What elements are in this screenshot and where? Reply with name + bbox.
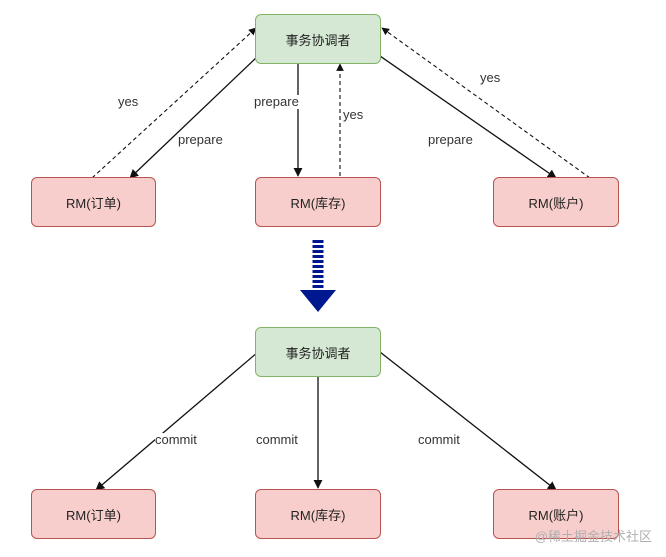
edge-prepare-account [379, 55, 557, 179]
label-commit-order: commit [155, 432, 197, 447]
label-commit-account: commit [418, 432, 460, 447]
bottom-rm-order-node[interactable]: RM(订单) [31, 489, 156, 539]
label-yes-stock: yes [343, 107, 364, 122]
watermark-text: @稀土掘金技术社区 [534, 529, 652, 544]
label-prepare-order: prepare [178, 132, 223, 147]
transition-arrow [300, 240, 336, 312]
label-commit-stock: commit [256, 432, 298, 447]
bottom-rm-account-node[interactable]: RM(账户) [493, 489, 619, 539]
bottom-coordinator-node[interactable]: 事务协调者 [255, 327, 381, 377]
edge-prepare-order [129, 55, 259, 179]
label-prepare-stock: prepare [254, 94, 299, 109]
label-prepare-account: prepare [428, 132, 473, 147]
edge-commit-order [95, 351, 259, 491]
label-yes-order: yes [118, 94, 139, 109]
edge-yes-order [91, 27, 257, 179]
edge-yes-account [381, 27, 591, 179]
top-rm-account-node[interactable]: RM(账户) [493, 177, 619, 227]
edge-commit-account [379, 351, 557, 491]
bottom-rm-stock-node[interactable]: RM(库存) [255, 489, 381, 539]
top-coordinator-node[interactable]: 事务协调者 [255, 14, 381, 64]
label-yes-account: yes [480, 70, 501, 85]
top-rm-stock-node[interactable]: RM(库存) [255, 177, 381, 227]
top-rm-order-node[interactable]: RM(订单) [31, 177, 156, 227]
